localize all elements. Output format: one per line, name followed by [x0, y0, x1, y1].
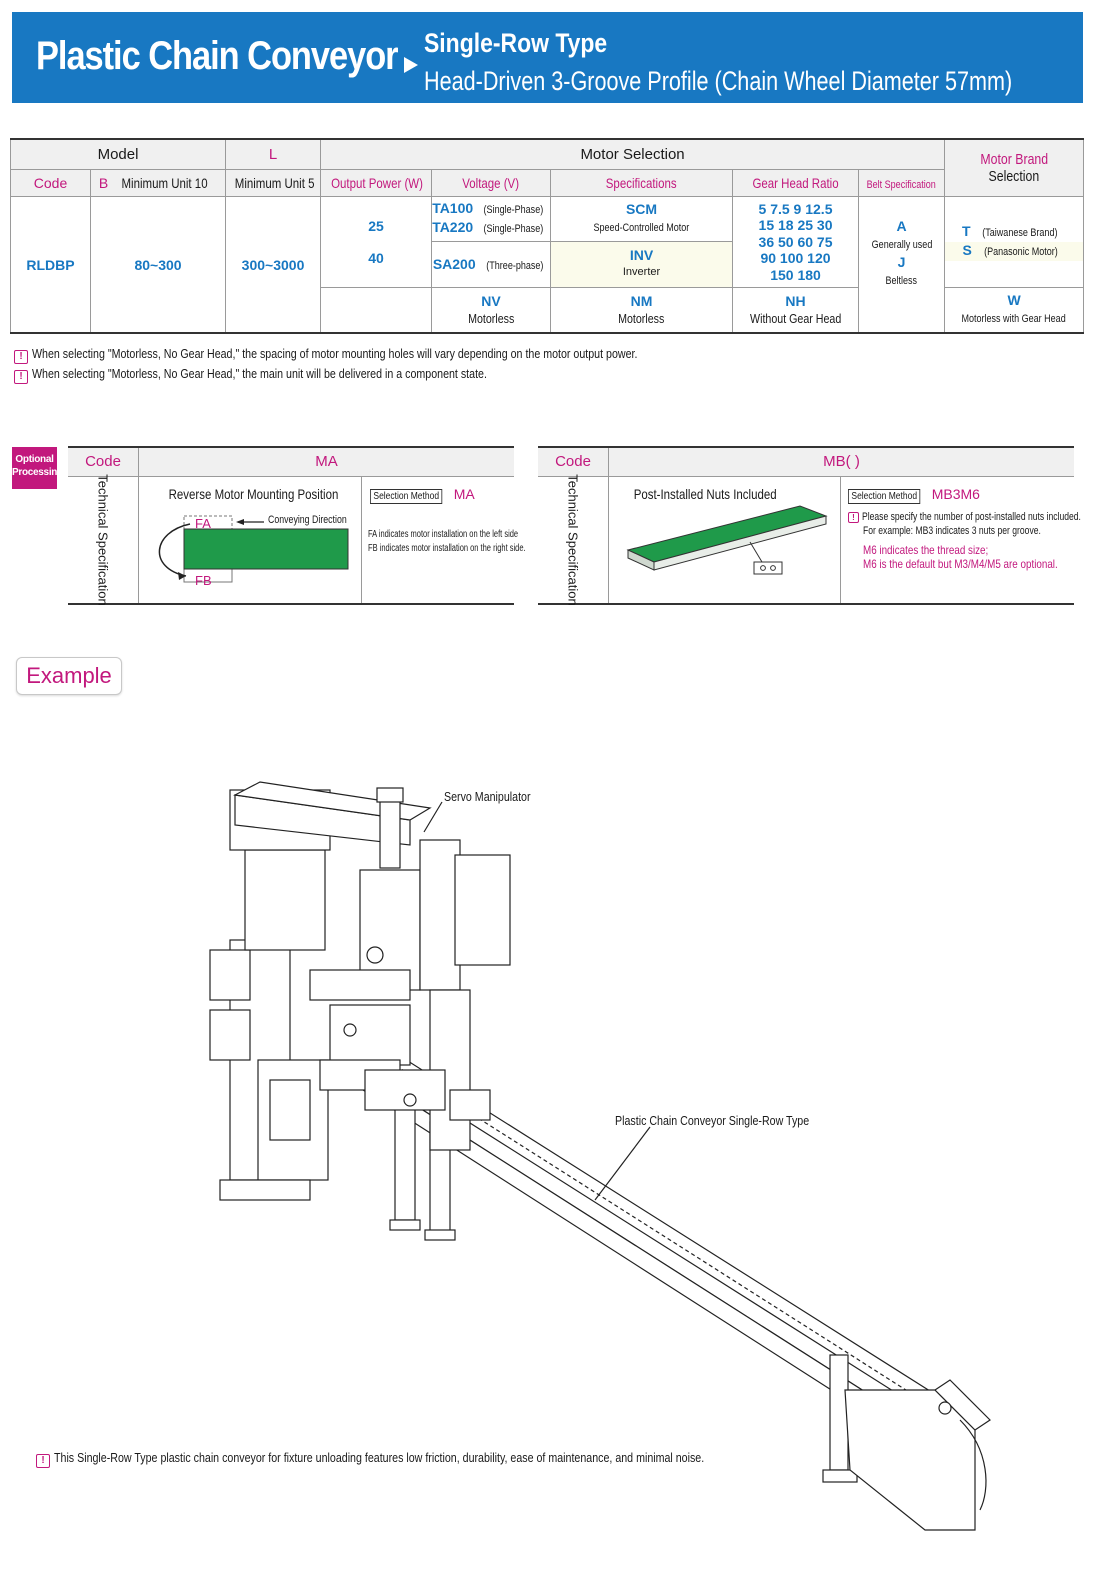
- l-value: 300~3000: [225, 196, 322, 334]
- power-40: 40: [368, 249, 384, 266]
- note-1: !When selecting "Motorless, No Gear Head…: [14, 346, 770, 364]
- belt-a: A: [896, 217, 907, 234]
- header-banner: Plastic Chain Conveyor Single-Row Type H…: [12, 12, 1083, 103]
- tech-spec-label: Technical Specification: [565, 474, 581, 606]
- output-power-header: Output Power (W): [320, 169, 433, 197]
- specifications-header: Specifications: [550, 169, 734, 197]
- spec-nm: NM Motorless: [550, 286, 734, 334]
- model-header: Model: [9, 138, 227, 170]
- motor-brand-header-line1: Motor Brand: [980, 151, 1048, 168]
- page-subtitle-type: Single-Row Type: [424, 28, 608, 58]
- nuts-conveyor-diagram: [626, 505, 828, 575]
- footer-note: !This Single-Row Type plastic chain conv…: [36, 1450, 847, 1468]
- brand-s: S: [962, 241, 972, 258]
- b-header: B Minimum Unit 10: [89, 169, 227, 197]
- gear-ratio-header: Gear Head Ratio: [732, 169, 860, 197]
- gear-ratio-values: 5 7.5 9 12.5 15 18 25 30 36 50 60 75 90 …: [732, 196, 860, 288]
- motor-selection-header: Motor Selection: [320, 138, 946, 170]
- motor-brand-header-line2: Selection: [988, 168, 1040, 185]
- option-ma-code: MA: [315, 453, 338, 470]
- motor-brand-header: Motor Brand Selection: [944, 138, 1085, 197]
- tech-spec-label: Technical Specification: [95, 474, 111, 606]
- voltage-ta: TA100 (Single-Phase) TA220 (Single-Phase…: [431, 195, 552, 243]
- option-code-label: Code: [538, 448, 609, 476]
- l-note: Minimum Unit 5: [225, 169, 322, 197]
- servo-motor-column: [379, 797, 401, 869]
- option-ma-note-fb: FB indicates motor installation on the r…: [368, 543, 526, 554]
- control-box: [454, 854, 511, 966]
- support-leg: [394, 1099, 416, 1221]
- b-letter: B: [98, 175, 109, 191]
- voltage-ta100: TA100: [432, 200, 474, 217]
- code-value: RLDBP: [10, 196, 91, 334]
- option-mb-title: Post-Installed Nuts Included: [633, 486, 777, 502]
- info-icon: !: [14, 370, 28, 384]
- conveyor-label: Plastic Chain Conveyor Single-Row Type: [615, 1113, 810, 1128]
- nut-hole: [770, 565, 776, 571]
- fb-label: FB: [195, 573, 212, 588]
- conveyor-belt-shape: [183, 528, 349, 570]
- page-title: Plastic Chain Conveyor: [36, 34, 399, 78]
- spec-inv: INV Inverter: [550, 241, 734, 288]
- power-values: 25 40: [320, 196, 433, 288]
- nut-plate: [753, 561, 783, 575]
- option-mb-selection: MB3M6: [931, 486, 980, 502]
- b-note: Minimum Unit 10: [121, 175, 208, 191]
- rotation-arrow: [158, 523, 191, 577]
- power-empty: [320, 286, 433, 334]
- fa-label: FA: [195, 516, 211, 531]
- l-header: L: [225, 138, 322, 170]
- option-ma-note-fa: FA indicates motor installation on the l…: [368, 529, 519, 540]
- option-ma-title: Reverse Motor Mounting Position: [168, 486, 339, 502]
- belt-j: J: [897, 253, 906, 270]
- option-ma-selection: MA: [453, 486, 475, 502]
- brand-t: T: [961, 222, 971, 239]
- gear-nh: NH Without Gear Head: [732, 286, 860, 334]
- brand-w: W Motorless with Gear Head: [944, 286, 1085, 334]
- code-header: Code: [10, 169, 91, 197]
- motor-position-diagram: [158, 515, 349, 583]
- spec-scm: SCM Speed-Controlled Motor: [550, 195, 734, 243]
- info-icon: !: [848, 512, 859, 523]
- spec-table: Model L Motor Selection Motor Brand Sele…: [9, 138, 1085, 334]
- nut-hole: [760, 565, 766, 571]
- option-code-label: Code: [68, 448, 139, 476]
- direction-label: Conveying Direction: [268, 514, 347, 526]
- page-subtitle-profile: Head-Driven 3-Groove Profile (Chain Whee…: [424, 66, 1013, 96]
- selection-method-tag: Selection Method: [370, 489, 443, 504]
- example-illustration: [209, 781, 991, 1531]
- info-icon: !: [14, 350, 28, 364]
- b-value: 80~300: [89, 196, 227, 334]
- brand-values: T (Taiwanese Brand) S (Panasonic Motor): [944, 196, 1085, 288]
- servo-manipulator-label: Servo Manipulator: [444, 789, 531, 804]
- option-ma-box: Code MA Technical Specification Reverse …: [68, 446, 526, 606]
- power-25: 25: [368, 217, 384, 234]
- voltage-header: Voltage (V): [431, 169, 552, 197]
- voltage-nv: NV Motorless: [431, 286, 552, 334]
- triangle-arrow-icon: [404, 57, 418, 73]
- option-mb-box: Code MB( ) Technical Specification Post-…: [538, 446, 1081, 606]
- conveyor-belt-shape: [626, 505, 828, 563]
- belt-values: A Generally used J Beltless: [858, 196, 946, 334]
- option-mb-code: MB( ): [823, 453, 860, 470]
- arrow-left-icon: [236, 519, 244, 525]
- belt-spec-header: Belt Specification: [858, 169, 946, 197]
- info-icon: !: [36, 1454, 50, 1468]
- voltage-ta220: TA220: [432, 219, 474, 236]
- note-2: !When selecting "Motorless, No Gear Head…: [14, 366, 587, 384]
- arrow-head-icon: [178, 572, 186, 580]
- voltage-sa200: SA200 (Three-phase): [431, 241, 552, 288]
- example-button[interactable]: Example: [16, 657, 122, 695]
- optional-processing-badge: Optional Processing: [12, 447, 63, 489]
- selection-method-tag: Selection Method: [848, 489, 921, 504]
